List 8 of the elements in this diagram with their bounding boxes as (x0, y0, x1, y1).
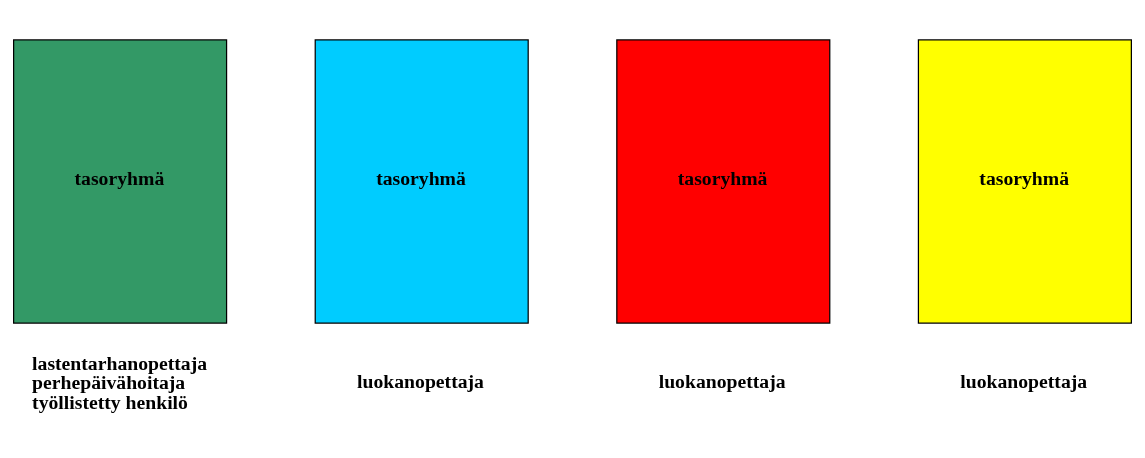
node-box: tasoryhmä (917, 38, 1132, 324)
node-label: lastentarhanopettaja (32, 351, 208, 374)
node-label: luokanopettaja (357, 369, 484, 392)
node-box: tasoryhmä (314, 38, 529, 324)
node-label: luokanopettaja (658, 369, 786, 392)
node-label: luokanopettaja (960, 369, 1088, 392)
node-box: tasoryhmä (616, 38, 831, 324)
node-box: tasoryhmä (13, 38, 228, 324)
